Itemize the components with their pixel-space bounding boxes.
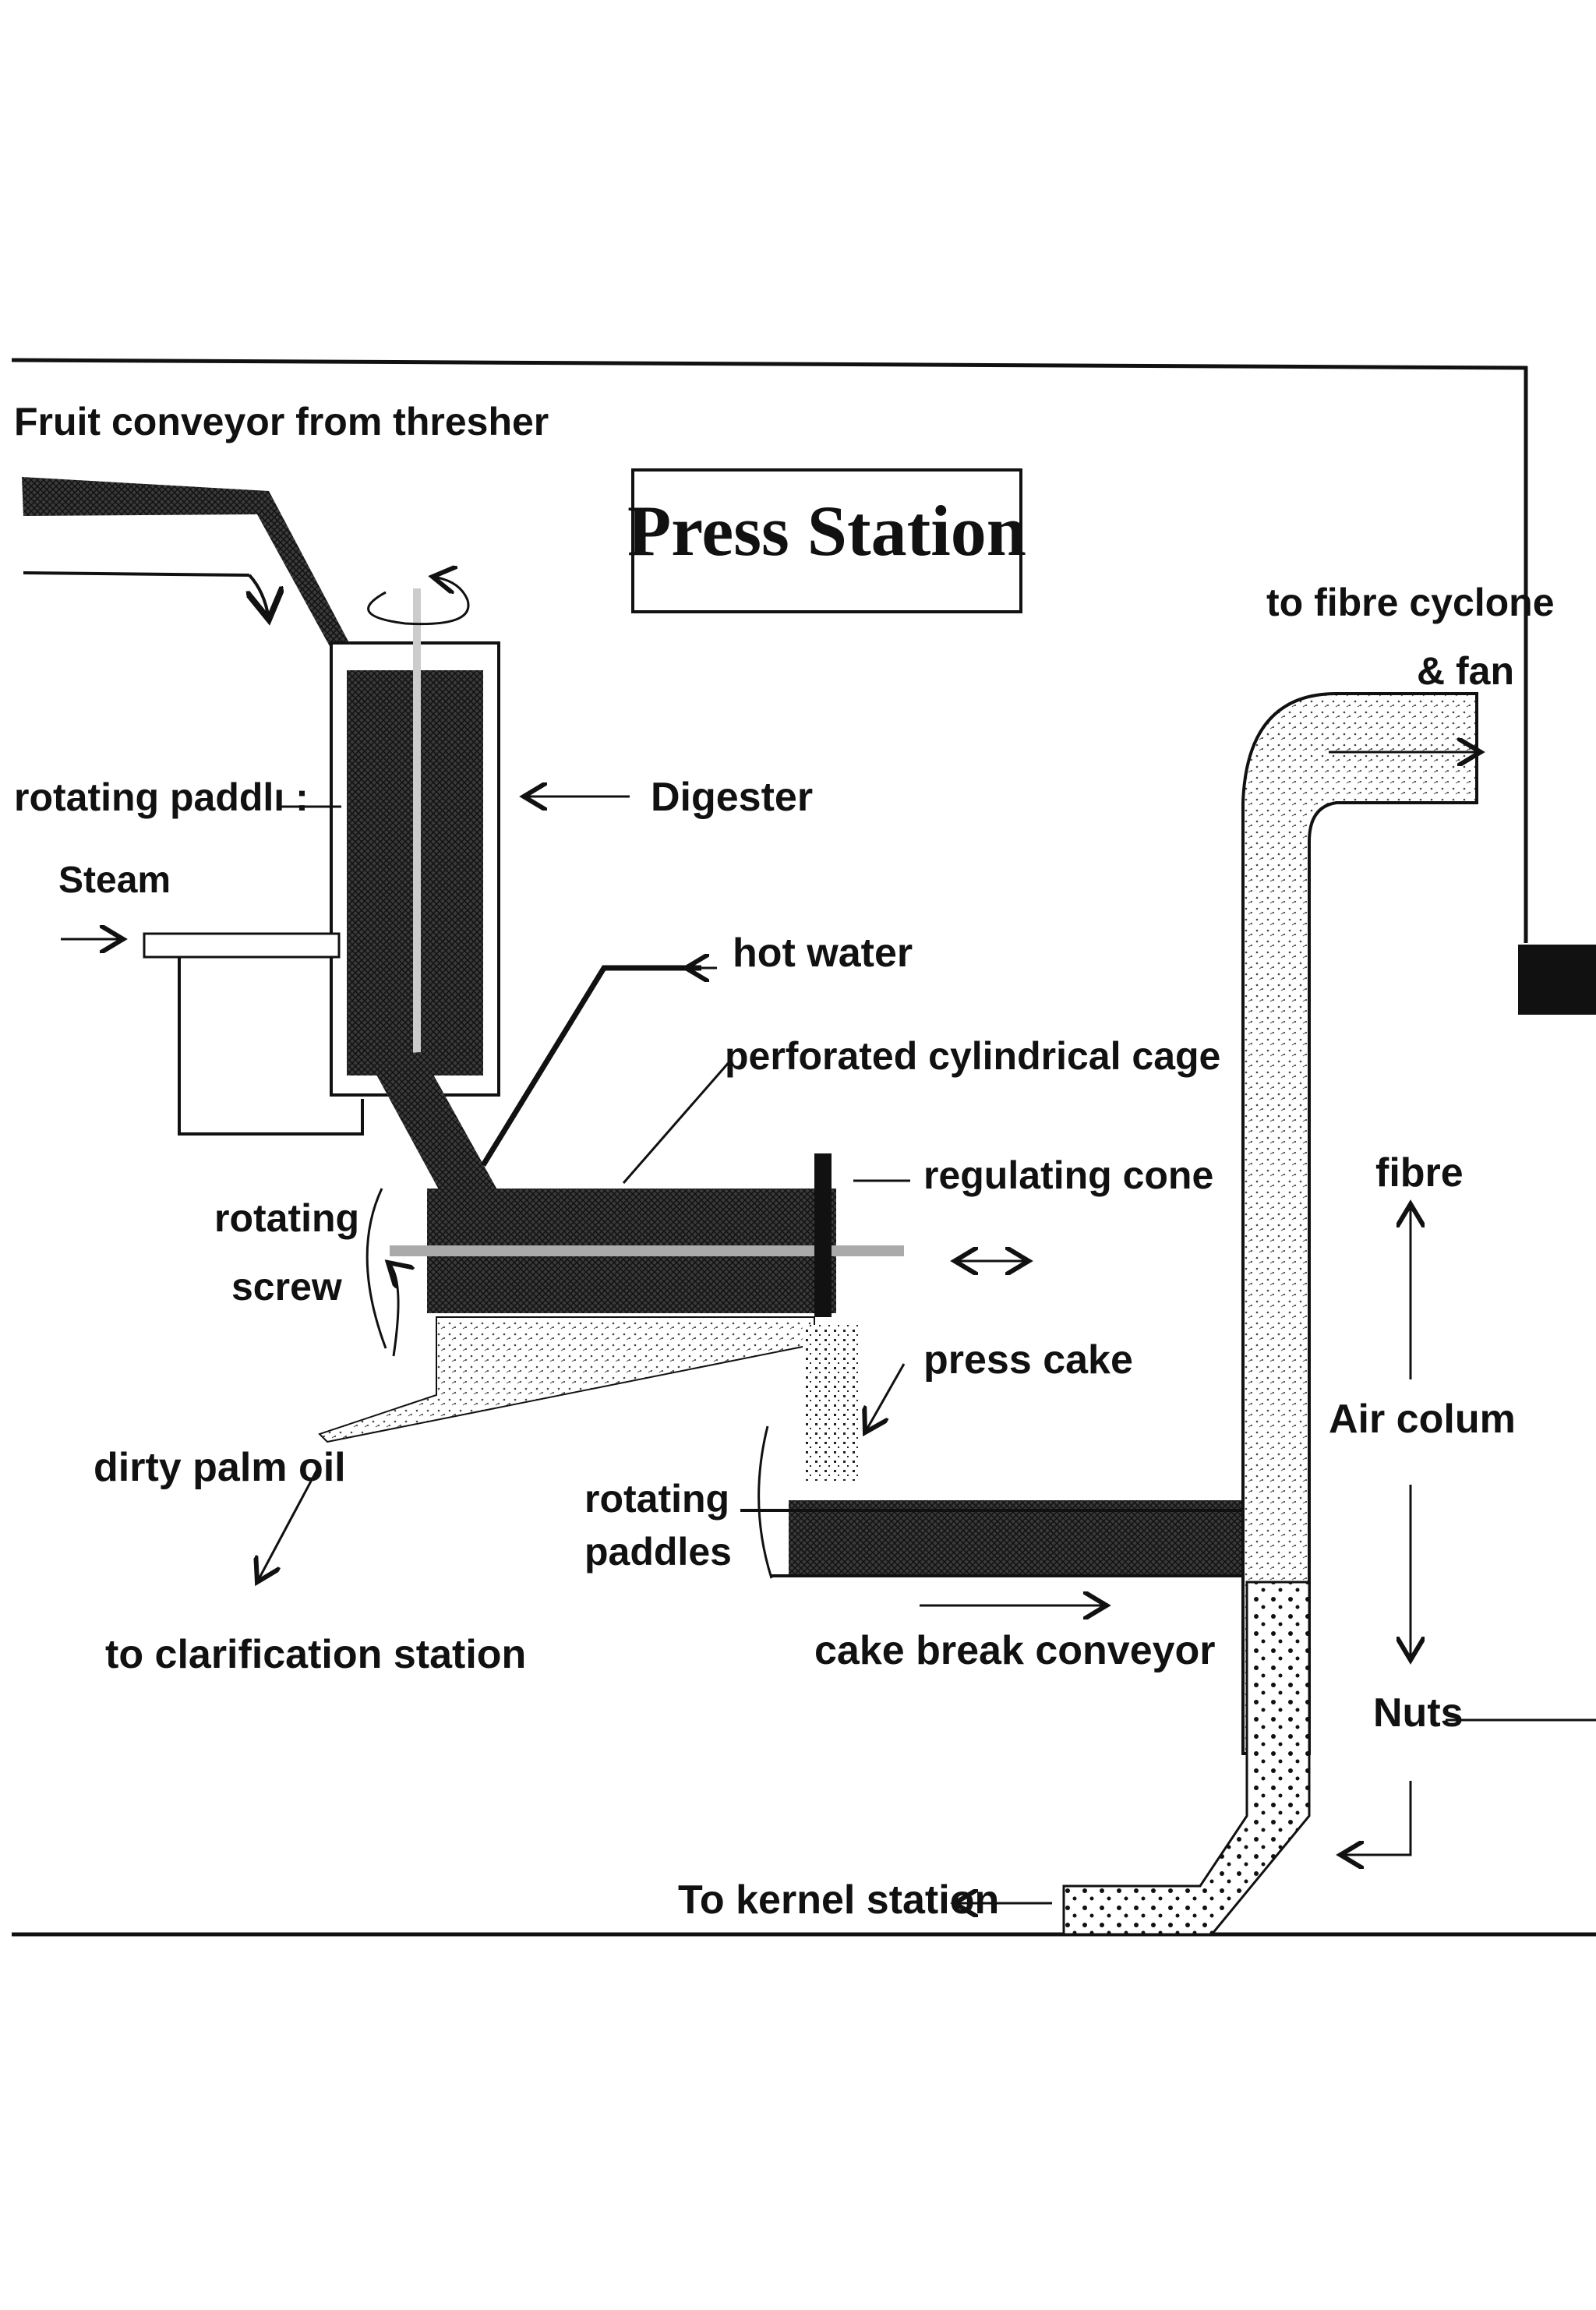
label-cake-break-conveyor: cake break conveyor (814, 1628, 1216, 1673)
digester (143, 577, 500, 1136)
air-column (955, 692, 1596, 1936)
diagram-frame (11, 358, 1596, 1937)
screw-press (365, 1059, 1029, 1357)
label-fruit-conveyor: Fruit conveyor from thresher (14, 400, 549, 443)
label-press-cake: press cake (923, 1337, 1133, 1383)
label-rotating-paddles-bottom-1: rotating (584, 1477, 729, 1521)
oil-trough (257, 1316, 815, 1582)
label-rotating-paddles-top: rotating paddlı : (14, 775, 309, 819)
label-fibre: fibre (1375, 1150, 1464, 1196)
hot-water-line (481, 965, 701, 1167)
label-dirty-palm-oil: dirty palm oil (94, 1445, 346, 1490)
digester-chute (366, 1052, 499, 1192)
label-regulating-cone: regulating cone (923, 1153, 1213, 1197)
label-to-fibre-cyclone-2: & fan (1417, 649, 1514, 693)
label-air-column: Air colum (1329, 1397, 1516, 1442)
label-rotating-screw-2: screw (231, 1265, 342, 1309)
title-box: Press Station (627, 468, 1026, 613)
label-to-fibre-cyclone-1: to fibre cyclone (1266, 581, 1555, 624)
pointer-lines (61, 796, 910, 1182)
label-steam: Steam (58, 860, 171, 901)
label-hot-water: hot water (733, 931, 913, 976)
fruit-conveyor (22, 477, 355, 656)
label-perforated-cage: perforated cylindrical cage (725, 1034, 1220, 1078)
label-to-kernel-station: To kernel station (678, 1877, 999, 1923)
label-digester: Digester (651, 775, 813, 820)
label-rotating-paddles-bottom-2: paddles (584, 1530, 732, 1574)
label-rotating-screw-1: rotating (214, 1196, 359, 1240)
label-nuts: Nuts (1373, 1690, 1464, 1736)
labels: Fruit conveyor from thresher rotating pa… (14, 400, 1555, 1923)
label-to-clarification: to clarification station (105, 1632, 526, 1677)
press-cake-fall (803, 1325, 861, 1481)
cake-break-conveyor (740, 1425, 1270, 1605)
diagram-title: Press Station (627, 491, 1026, 570)
